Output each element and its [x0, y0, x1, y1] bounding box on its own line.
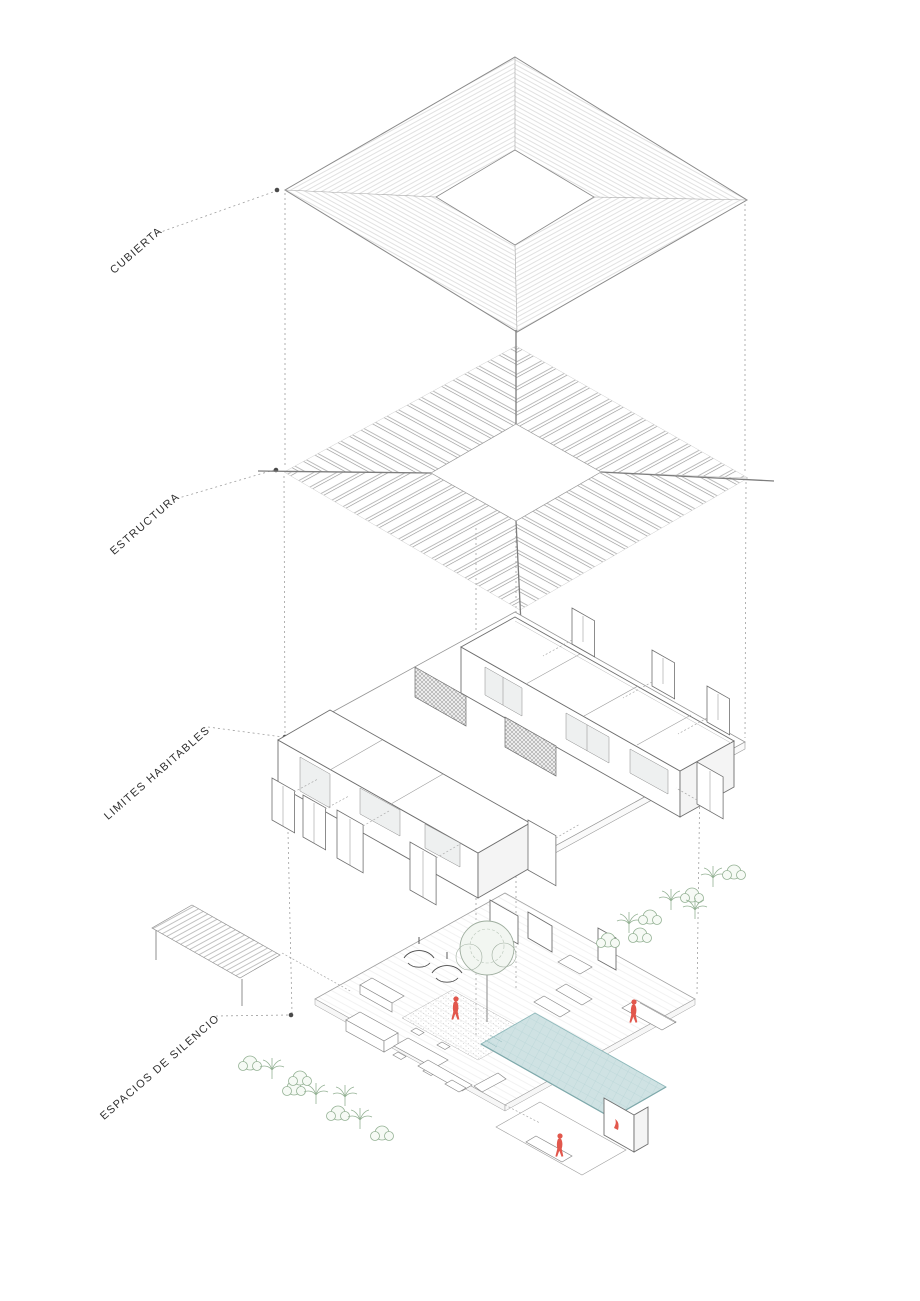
vegetation-row-upper: [596, 864, 746, 948]
anchor-dot-cubierta: [274, 187, 280, 193]
louver-panel: [527, 819, 557, 887]
leader-line-cubierta: [157, 190, 277, 234]
projection-guides: [157, 187, 747, 1036]
ground-layer: [151, 864, 746, 1176]
window-panel: [571, 607, 595, 658]
hanging-chairs: [403, 937, 463, 983]
fireplace-area: [495, 1097, 649, 1176]
lattice-wall: [414, 666, 467, 727]
floating-panels: [271, 607, 730, 906]
window-panel: [706, 685, 730, 736]
door-panel: [271, 777, 296, 834]
window-panel: [651, 649, 675, 700]
lounge-chairs: [533, 983, 593, 1018]
vegetation-row-lower: [238, 1055, 394, 1141]
anchor-dot-espacios: [288, 1012, 294, 1018]
walls-layer: [271, 607, 746, 906]
kitchen-island: [345, 977, 405, 1053]
door-panel: [302, 794, 327, 851]
leader-line-espacios: [215, 1014, 290, 1017]
lattice-wall: [504, 716, 557, 777]
structure-layer: [257, 330, 775, 625]
leader-line-estructura: [171, 469, 275, 501]
sofa-set: [417, 1059, 507, 1093]
fire-icon: [614, 1119, 619, 1130]
pergola: [151, 904, 353, 1006]
roof-layer: [284, 56, 748, 333]
hip-beams: [257, 330, 775, 625]
leader-line-limites: [207, 726, 284, 738]
